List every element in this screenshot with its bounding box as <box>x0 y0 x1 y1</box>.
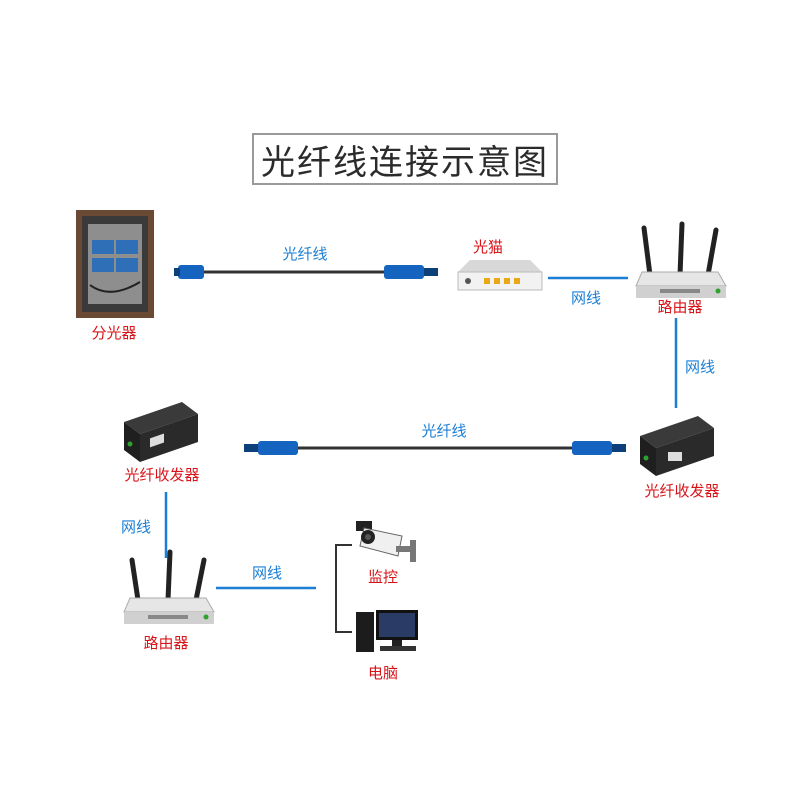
splitter-box-icon <box>76 210 154 318</box>
label-transceiver-left: 光纤收发器 <box>124 464 199 485</box>
fiber-transceiver-icon <box>124 402 198 462</box>
label-net-router-devices: 网线 <box>252 562 282 583</box>
label-net-router-transceiver: 网线 <box>685 356 715 377</box>
label-camera: 监控 <box>368 566 398 587</box>
diagram-title-box: 光纤线连接示意图 <box>252 133 558 185</box>
label-modem: 光猫 <box>473 236 503 257</box>
camera-icon <box>356 521 416 562</box>
optical-modem-icon <box>458 260 542 290</box>
fiber-connector-icon <box>572 441 626 455</box>
label-router-bottom: 路由器 <box>143 632 188 653</box>
label-transceiver-right: 光纤收发器 <box>644 480 719 501</box>
label-net-transceiver-router: 网线 <box>121 516 151 537</box>
router-icon <box>124 552 214 624</box>
label-fiber-middle: 光纤线 <box>421 420 466 441</box>
computer-icon <box>356 610 418 652</box>
label-fiber-top: 光纤线 <box>282 243 327 264</box>
device-bracket <box>336 545 352 632</box>
fiber-connector-icon <box>174 265 204 279</box>
label-computer: 电脑 <box>368 662 398 683</box>
fiber-transceiver-icon <box>640 416 714 476</box>
router-icon <box>636 224 726 298</box>
label-splitter: 分光器 <box>91 322 136 343</box>
diagram-title: 光纤线连接示意图 <box>261 135 549 184</box>
fiber-connector-icon <box>384 265 438 279</box>
fiber-connector-icon <box>244 441 298 455</box>
label-net-modem-router: 网线 <box>571 287 601 308</box>
label-router-top: 路由器 <box>657 296 702 317</box>
